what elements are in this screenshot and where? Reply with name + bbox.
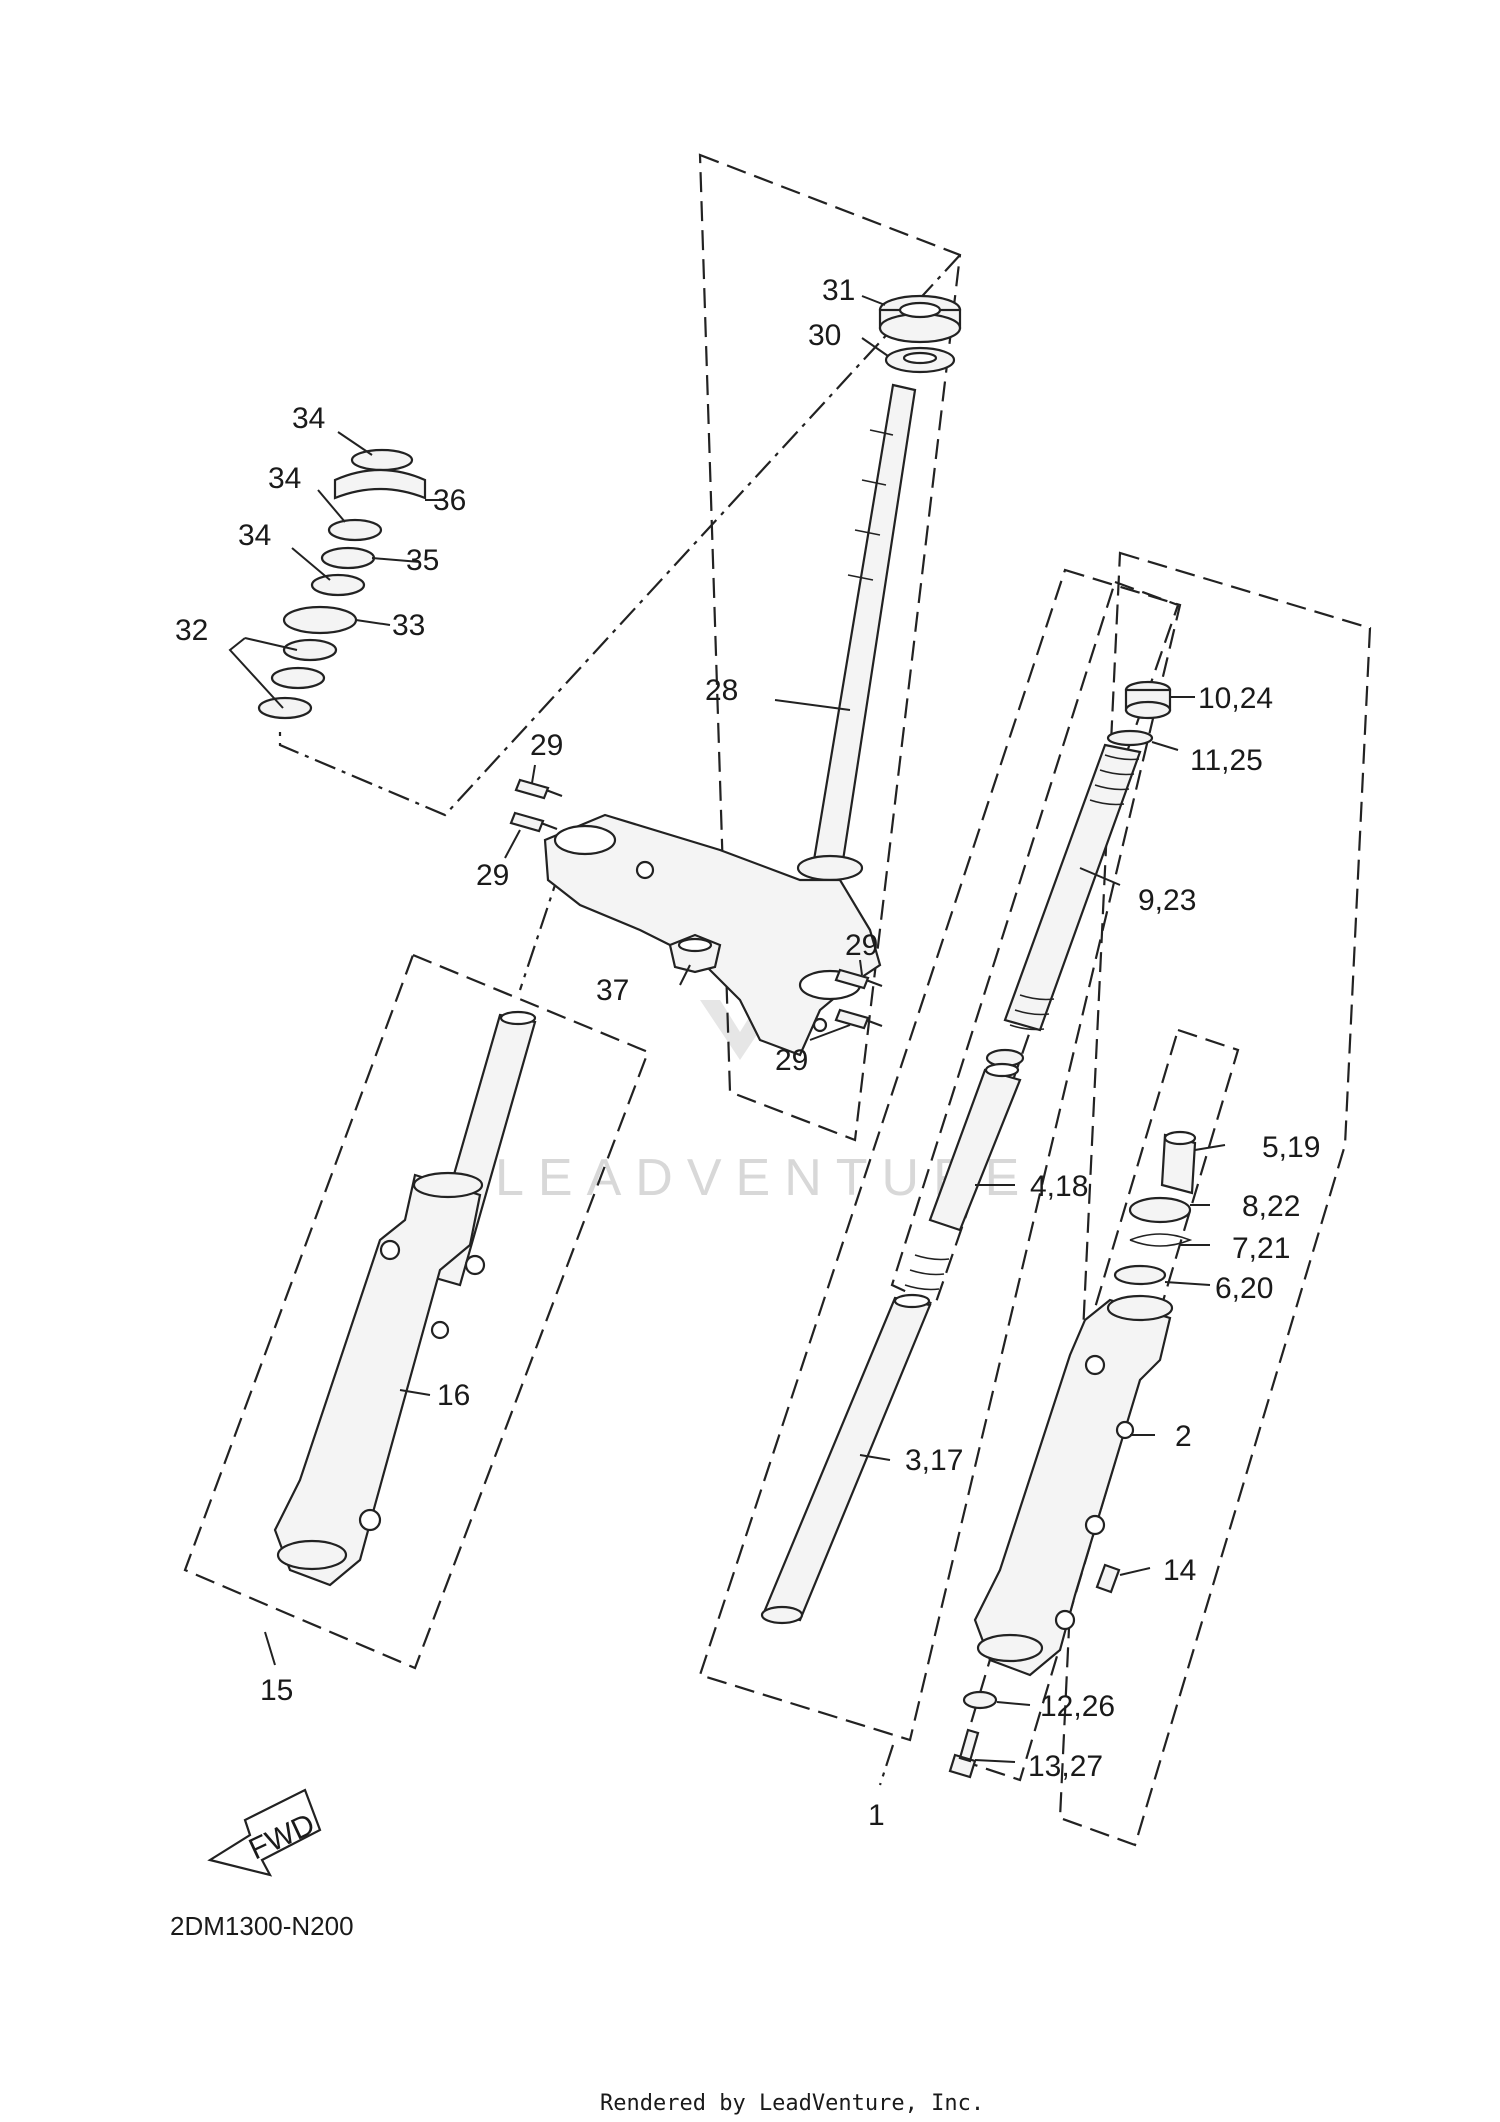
under-bracket xyxy=(543,813,882,1057)
washer-6-20 xyxy=(1113,1264,1167,1286)
callout-1: 1 xyxy=(868,1799,885,1832)
clip-7-21 xyxy=(1129,1233,1193,1247)
o-ring-11-25 xyxy=(1106,729,1154,747)
race-32-top xyxy=(282,638,338,662)
callout-13-27: 13,27 xyxy=(1028,1750,1103,1783)
left-fork-15 xyxy=(273,1010,537,1587)
group-outlines xyxy=(183,153,1372,1847)
nut-37 xyxy=(668,933,722,974)
callout-12-26: 12,26 xyxy=(1040,1690,1115,1723)
callout-34-low: 34 xyxy=(238,519,271,552)
ring-34-top xyxy=(350,448,414,472)
callout-29-c: 29 xyxy=(845,929,878,962)
fork-spring-9-23 xyxy=(1003,743,1142,1032)
callout-35: 35 xyxy=(406,544,439,577)
outer-tube-16 xyxy=(273,1173,482,1587)
leader-32 xyxy=(228,637,284,709)
callout-10-24: 10,24 xyxy=(1198,682,1273,715)
lock-washer-36 xyxy=(333,468,427,500)
damper-group-outline xyxy=(890,580,1180,1307)
bolt-13-27 xyxy=(948,1728,980,1779)
callout-30: 30 xyxy=(808,319,841,352)
callout-36: 36 xyxy=(433,484,466,517)
callout-28: 28 xyxy=(705,674,738,707)
callout-34-mid: 34 xyxy=(268,462,301,495)
right-outer-tube xyxy=(948,1130,1197,1779)
callout-37: 37 xyxy=(596,974,629,1007)
group-15-leader xyxy=(264,1631,276,1666)
diagram-code: 2DM1300-N200 xyxy=(170,1911,354,1941)
seal-33 xyxy=(282,605,358,635)
footer-credit: Rendered by LeadVenture, Inc. xyxy=(600,2091,984,2116)
callout-14: 14 xyxy=(1163,1554,1196,1587)
bracket-to-fork-leader xyxy=(518,869,562,991)
callout-6-20: 6,20 xyxy=(1215,1272,1273,1305)
bearing-30 xyxy=(884,346,956,374)
steering-stem-assembly xyxy=(509,294,962,1057)
group-1-leader xyxy=(878,1744,895,1786)
callout-3-17: 3,17 xyxy=(905,1444,963,1477)
callout-2: 2 xyxy=(1175,1420,1192,1453)
damper-rod-4-18 xyxy=(928,1048,1025,1232)
left-fork-group-outline xyxy=(183,953,650,1670)
washer-12-26 xyxy=(962,1690,998,1710)
callout-7-21: 7,21 xyxy=(1232,1232,1290,1265)
race-32-bottom xyxy=(257,696,313,720)
callout-9-23: 9,23 xyxy=(1138,884,1196,917)
cap-bolt-10-24 xyxy=(1124,680,1172,720)
callout-labels: 31 30 34 34 36 34 35 32 33 28 29 29 29 2… xyxy=(175,274,1320,1832)
right-fork-internals xyxy=(760,680,1172,1625)
callout-11-25: 11,25 xyxy=(1190,744,1263,777)
bearing-stack xyxy=(228,448,427,720)
callout-34-top: 34 xyxy=(292,402,325,435)
ring-34-mid xyxy=(327,518,383,542)
bearing-group-leader xyxy=(278,254,961,817)
callout-31: 31 xyxy=(822,274,855,307)
bearing-32 xyxy=(270,666,326,690)
callout-29-b: 29 xyxy=(476,859,509,892)
oil-seal-8-22 xyxy=(1128,1196,1192,1224)
callout-4-18: 4,18 xyxy=(1030,1170,1088,1203)
callout-16: 16 xyxy=(437,1379,470,1412)
callout-33: 33 xyxy=(392,609,425,642)
callout-29-d: 29 xyxy=(775,1044,808,1077)
inner-tube-group-outline xyxy=(698,568,1182,1742)
steering-stem-28 xyxy=(796,383,917,882)
callout-5-19: 5,19 xyxy=(1262,1131,1320,1164)
ring-34-low xyxy=(310,573,366,597)
outer-tube-2 xyxy=(973,1298,1172,1677)
bearing-31 xyxy=(878,294,962,344)
steering-stem-group-outline xyxy=(698,153,962,1142)
callout-32: 32 xyxy=(175,614,208,647)
callout-8-22: 8,22 xyxy=(1242,1190,1300,1223)
callout-15: 15 xyxy=(260,1674,293,1707)
ring-35 xyxy=(320,546,376,570)
callout-29-a: 29 xyxy=(530,729,563,762)
bolts-29 xyxy=(509,778,883,1030)
drain-bolt-14 xyxy=(1095,1563,1121,1594)
leader-lines xyxy=(291,295,1226,1763)
fwd-arrow: FWD xyxy=(207,1788,322,1877)
